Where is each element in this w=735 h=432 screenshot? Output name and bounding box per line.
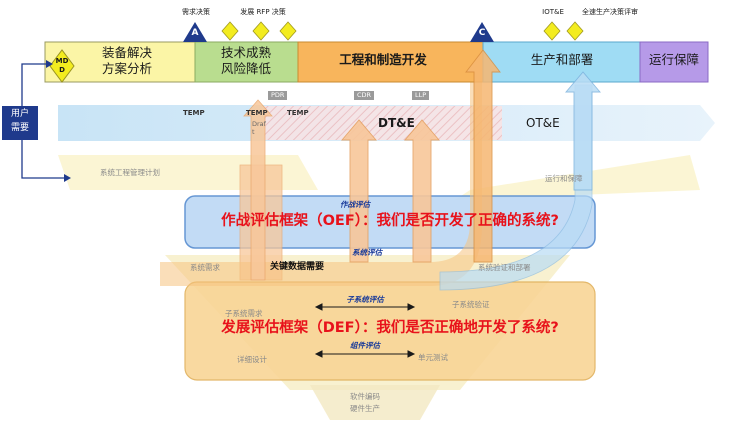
user-need-line1: 用户 [10, 109, 30, 119]
mdd-label-line1: MD [55, 57, 69, 65]
operational-eval-label: 作战评估 [340, 200, 370, 209]
user-need-connector-low [21, 140, 64, 179]
subsystem-eval-label: 子系统评估 [346, 295, 384, 304]
connector-arrow-top [46, 60, 53, 68]
up-arrow-c [465, 49, 501, 263]
milestone-a-label: A [191, 28, 199, 38]
phase-materiel-line2: 方案分析 [101, 61, 153, 76]
ote-label: OT&E [526, 116, 560, 130]
milestone-c-label: C [478, 28, 486, 38]
decision-diamond-5 [566, 21, 584, 41]
mdd-label-line2: D [59, 66, 65, 74]
decision-diamond-2 [252, 21, 270, 41]
subsystem-requirements-label: 子系统需求 [225, 309, 263, 318]
subsystem-eval-arrow [314, 303, 416, 311]
up-arrow-blue [565, 71, 601, 191]
hatched-region [264, 106, 502, 140]
phase-emd-label: 工程和制造开发 [339, 52, 427, 67]
subsystem-verification-label: 子系统验证 [452, 300, 490, 309]
decision-diamond-1 [221, 21, 239, 41]
draft-label-2: t [252, 128, 255, 136]
iote-label: IOT&E [542, 8, 564, 16]
phase-production-label: 生产和部署 [530, 52, 594, 67]
temp-label-2: TEMP [246, 109, 268, 117]
up-arrow-dte-1 [341, 119, 377, 263]
temp-label-3: TEMP [287, 109, 309, 117]
phase-operations [639, 41, 709, 83]
full-rate-decision-label: 全速生产决策评审 [582, 8, 638, 16]
cdr-tag: CDR [354, 91, 375, 100]
ops-validation-label: 运行和保障 [545, 174, 583, 183]
user-need-box [2, 106, 38, 140]
phase-tech-line2: 风险降低 [220, 61, 272, 76]
mdd-diamond [49, 49, 75, 83]
detailed-design-label: 详细设计 [237, 355, 267, 364]
user-need-line2: 需要 [10, 123, 30, 133]
up-arrow-dte-2 [404, 119, 440, 263]
pdr-tag: PDR [268, 91, 288, 100]
def-title: 发展评估框架（DEF）：我们是否正确地开发了系统? [221, 320, 559, 336]
system-eval-label: 系统评估 [352, 248, 382, 257]
phase-operations-label: 运行保障 [648, 52, 700, 67]
connector-arrow-bottom [64, 174, 71, 182]
v-bottom [310, 385, 440, 420]
user-need-connector [21, 63, 46, 106]
key-data-needs-label: 关键数据需要 [270, 262, 325, 272]
draft-label: Draf [252, 120, 266, 128]
up-arrow-green-1 [243, 99, 273, 281]
dte-label: DT&E [378, 116, 415, 130]
requirement-decision-label: 需求决策 [182, 8, 210, 16]
decision-diamond-4 [543, 21, 561, 41]
phase-emd [297, 41, 484, 83]
phase-tech-maturation [194, 41, 299, 83]
llp-tag: LLP [412, 91, 430, 100]
phase-materiel-solution [44, 41, 196, 83]
component-eval-arrow [314, 350, 416, 358]
sys-verification-label: 系统验证和部署 [478, 263, 531, 272]
unit-test-label: 单元测试 [418, 353, 448, 362]
phase-materiel-line1: 装备解决 [101, 45, 153, 60]
hardware-production-label: 硬件生产 [350, 404, 380, 413]
oef-title: 作战评估框架（OEF）：我们是否开发了正确的系统? [221, 213, 559, 229]
sys-requirements-label: 系统需求 [190, 263, 220, 272]
milestone-c-triangle [470, 22, 494, 42]
phase-tech-line1: 技术成熟 [220, 45, 272, 60]
curved-arrow-big [160, 70, 482, 286]
decision-diamond-3 [279, 21, 297, 41]
oef-box [184, 195, 596, 249]
component-eval-label: 组件评估 [350, 341, 380, 350]
temp-label-1: TEMP [183, 109, 205, 117]
dev-rfp-decision-label: 发展 RFP 决策 [240, 8, 286, 16]
sys-eng-plan-label: 系统工程管理计划 [100, 168, 160, 177]
software-coding-label: 软件编码 [350, 392, 380, 401]
milestone-a-triangle [183, 22, 207, 42]
